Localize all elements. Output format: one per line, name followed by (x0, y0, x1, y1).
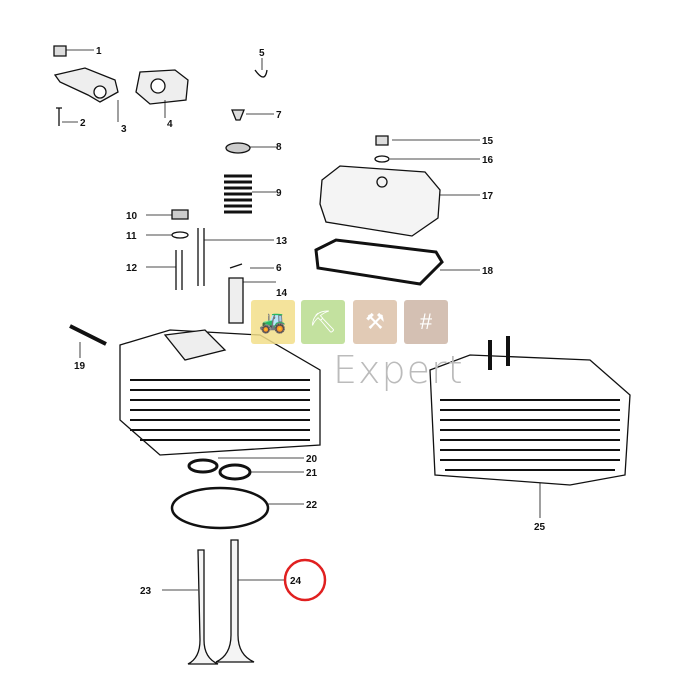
cylinder-head-part-25 (429, 336, 631, 486)
nut-part-10 (171, 209, 189, 220)
label-18: 18 (482, 266, 494, 277)
label-15: 15 (482, 136, 494, 147)
label-19: 19 (74, 361, 86, 372)
washer-part-16 (374, 155, 390, 163)
washer-part-11 (171, 231, 189, 239)
label-7: 7 (276, 110, 282, 121)
label-11: 11 (126, 231, 137, 242)
retainer-part-8 (225, 142, 251, 154)
label-12: 12 (126, 263, 138, 274)
cotter-part-7 (231, 109, 245, 121)
ring-part-6 (229, 263, 243, 269)
seat-ring-part-21 (218, 463, 252, 481)
leader-lines (62, 49, 541, 591)
stud-part-19 (69, 324, 107, 346)
stud-part-12 (175, 250, 183, 290)
label-2: 2 (80, 118, 86, 129)
seat-ring-part-20 (187, 458, 219, 474)
watermark-text: Expert (333, 348, 464, 392)
label-5: 5 (259, 48, 265, 59)
wheelbarrow-icon: ⛏ (301, 300, 345, 344)
clip-part-5 (254, 69, 268, 78)
tractor-icon: 🚜 (251, 300, 295, 344)
gasket-part-18 (314, 238, 444, 286)
label-20: 20 (306, 454, 318, 465)
label-1: 1 (96, 46, 102, 57)
label-23: 23 (140, 586, 152, 597)
cylinder-head-left (119, 329, 321, 456)
label-6: 6 (276, 263, 282, 274)
label-4: 4 (167, 119, 173, 130)
label-13: 13 (276, 236, 288, 247)
label-16: 16 (482, 155, 494, 166)
nut-part-15 (375, 135, 389, 146)
rocker-bracket-part-4 (135, 69, 189, 105)
stud-part-13 (197, 228, 205, 286)
label-10: 10 (126, 211, 138, 222)
label-21: 21 (306, 468, 318, 479)
label-25: 25 (534, 522, 546, 533)
label-9: 9 (276, 188, 282, 199)
highlight-circle (283, 558, 327, 602)
valve-part-24 (215, 539, 255, 663)
screw-part-2 (56, 107, 62, 126)
label-3: 3 (121, 124, 127, 135)
part-labels: 1 2 3 4 5 7 8 9 10 11 12 13 6 14 15 16 1… (74, 46, 546, 597)
tools-icon: ⚒ (353, 300, 397, 344)
valve-part-23 (187, 549, 219, 665)
guide-part-14 (228, 277, 244, 324)
rocker-arm-part-3 (53, 67, 119, 103)
label-8: 8 (276, 142, 282, 153)
valve-cover-part-17 (319, 165, 441, 237)
nut-part-1 (53, 45, 67, 57)
spring-part-9 (224, 174, 252, 214)
fence-icon: # (404, 300, 448, 344)
label-17: 17 (482, 191, 494, 202)
label-24: 24 (290, 576, 302, 587)
label-22: 22 (306, 500, 318, 511)
label-14: 14 (276, 288, 288, 299)
o-ring-part-22 (170, 486, 270, 530)
